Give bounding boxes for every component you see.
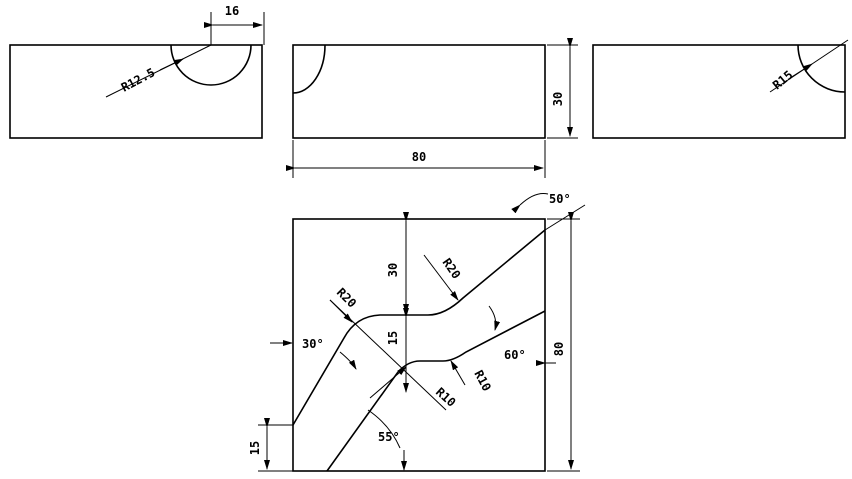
left-dim-r12-5-label: R12.5 — [119, 65, 157, 94]
right-view-arc — [797, 44, 846, 93]
middle-view-arc — [292, 44, 326, 94]
dim-r20-upper-label: R20 — [440, 256, 464, 282]
dim-r20-left-leader — [329, 299, 447, 411]
right-view-outline — [592, 44, 846, 139]
dim-55deg-label: 55° — [378, 430, 400, 444]
middle-dim-30-label: 30 — [551, 92, 565, 106]
dim-60deg-label: 60° — [504, 348, 526, 362]
dim-50-label: 50° — [549, 192, 571, 206]
dim-60deg-arc — [488, 305, 501, 331]
dim-55deg-arc — [367, 409, 401, 449]
dim-50-ext — [544, 204, 586, 231]
left-view-semicircle-cut — [170, 44, 252, 86]
middle-view: 30 80 — [286, 38, 578, 178]
right-dim-r15-label: R15 — [770, 68, 796, 93]
left-view-outline — [9, 44, 263, 139]
dim-50-arc — [511, 193, 549, 214]
dim-r20-upper-leader — [423, 254, 459, 301]
dim-15-label: 15 — [386, 331, 400, 345]
dim-30deg-arc — [339, 351, 357, 370]
dim-30deg-label: 30° — [302, 337, 324, 351]
top-view: 50° 80 30 15 R20 R20 R10 R10 30° 60° — [248, 192, 586, 472]
dim-r10-lower-label: R10 — [433, 385, 458, 410]
dim-r10-lower-arrow — [369, 366, 407, 399]
left-dim-r12-5-arrow — [159, 58, 184, 71]
dim-r20-left-arrow — [329, 299, 353, 323]
top-view-outline — [292, 218, 546, 472]
dim-30-label: 30 — [386, 263, 400, 277]
left-dim-r12-5-leader — [105, 44, 212, 98]
dim-80-label: 80 — [552, 342, 566, 356]
middle-dim-80-label: 80 — [412, 150, 426, 164]
left-view: 16 R12.5 — [9, 4, 265, 139]
dim-r10-right-label: R10 — [471, 368, 494, 394]
right-view: R15 — [592, 39, 849, 139]
right-dim-r15-arrow — [789, 63, 813, 79]
slot-upper-edge — [292, 229, 546, 426]
middle-view-outline — [292, 44, 546, 139]
left-dim-16-label: 16 — [225, 4, 239, 18]
dim-15-bottom-label: 15 — [248, 441, 262, 455]
dim-r10-right-arrow — [450, 360, 466, 386]
